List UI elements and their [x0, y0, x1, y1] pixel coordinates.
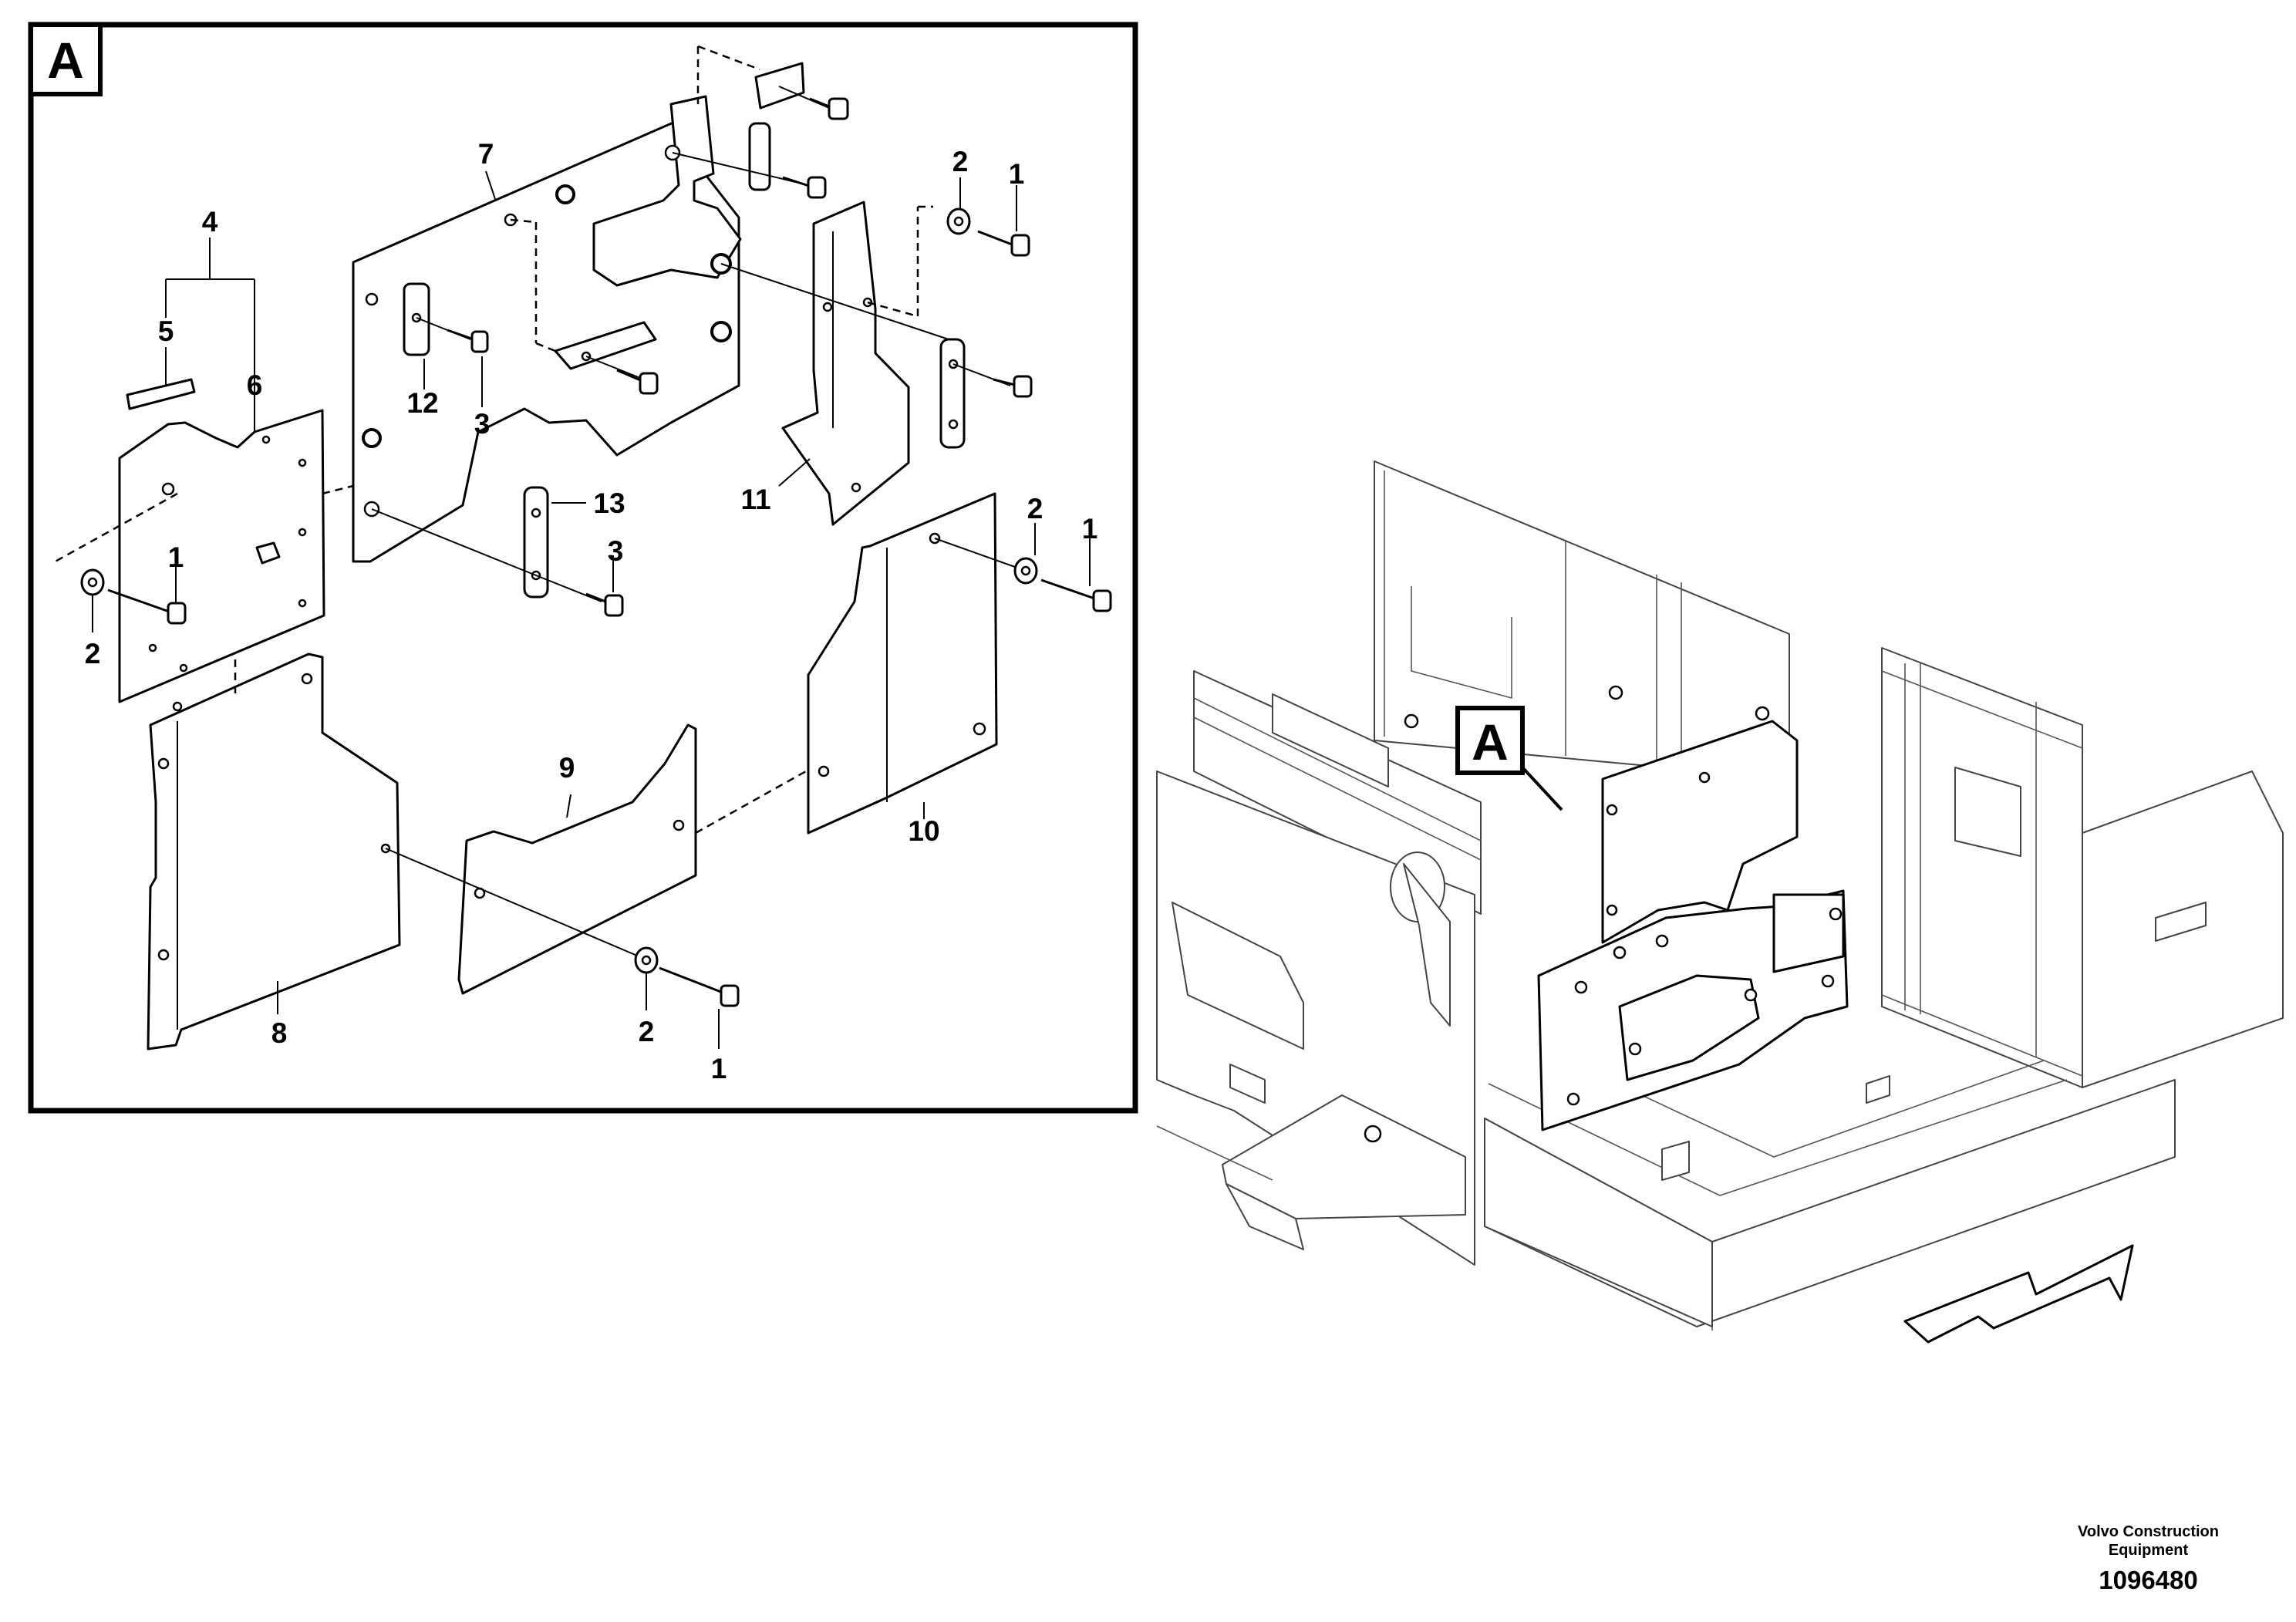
part-11-bracket [781, 201, 910, 526]
brand-line-1: Volvo Construction [2078, 1523, 2219, 1540]
part-8-plate [147, 653, 401, 1050]
bolt [447, 329, 489, 353]
bolt [993, 375, 1033, 398]
part-7-strip [554, 321, 657, 370]
top-clip-2 [748, 122, 771, 191]
callout-2a: 2 [952, 146, 969, 177]
bolt [782, 176, 827, 199]
direction-arrow [1903, 1244, 2134, 1344]
callout-2b: 2 [85, 638, 101, 669]
part-13-strip [523, 486, 549, 599]
part-10-plate [807, 492, 998, 835]
part-7-bracket [592, 95, 742, 287]
callout-2c: 2 [1027, 493, 1043, 524]
callout-10: 10 [908, 815, 939, 847]
bolt [977, 230, 1030, 257]
callout-4: 4 [202, 206, 218, 238]
detail-view-a: A [28, 22, 1138, 1114]
brand-line-2: Equipment [2108, 1542, 2189, 1559]
callout-13: 13 [593, 487, 625, 519]
detail-tag-box [29, 22, 103, 96]
callout-1d: 1 [711, 1053, 727, 1084]
installed-upper-panel [1601, 720, 1799, 944]
bolt [809, 97, 849, 120]
callout-6: 6 [247, 369, 263, 401]
callout-1a: 1 [1009, 158, 1025, 190]
top-clip-1 [754, 62, 805, 110]
callout-3b: 3 [608, 535, 624, 567]
bolt [585, 592, 624, 617]
drawing-number: 1096480 [2099, 1566, 2198, 1594]
machine-overview: A [1156, 460, 2284, 1344]
bolt [107, 588, 187, 625]
overview-tag-box [1455, 706, 1525, 775]
callout-2d: 2 [639, 1016, 655, 1047]
callout-11: 11 [740, 484, 770, 515]
bolt [616, 369, 659, 395]
right-frame [1881, 647, 2083, 1088]
part-6-plate [118, 409, 325, 703]
drawing-footer: Volvo Construction Equipment 1096480 [2078, 1523, 2219, 1595]
part-9-plate [457, 723, 697, 995]
overview-leader [1521, 766, 1563, 811]
side-clip-right [939, 338, 966, 449]
callout-1c: 1 [1082, 513, 1098, 545]
callout-1b: 1 [168, 541, 184, 573]
callout-7: 7 [478, 138, 494, 170]
callout-9: 9 [559, 752, 575, 784]
callout-8: 8 [271, 1017, 288, 1049]
part-5-pin [126, 378, 196, 410]
detail-tag: A [47, 32, 84, 89]
bolt [659, 966, 740, 1007]
bolt [1040, 578, 1112, 612]
callout-5: 5 [158, 315, 174, 347]
detail-frame [28, 22, 1138, 1114]
callout-12: 12 [406, 387, 438, 419]
rear-wall [1374, 460, 1790, 780]
callout-3a: 3 [474, 408, 491, 440]
overview-tag: A [1472, 713, 1509, 771]
